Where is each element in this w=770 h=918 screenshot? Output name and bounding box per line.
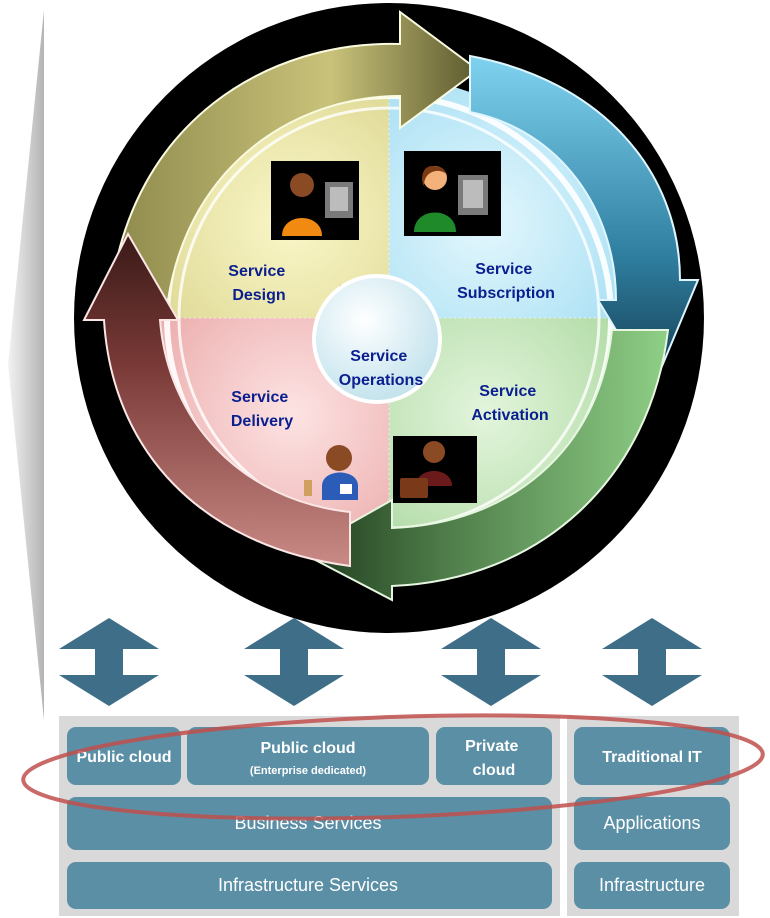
- cycle-arrow-right: [469, 54, 700, 393]
- connector-arrow-traditional-it: [602, 618, 702, 706]
- infrastructure-box: [574, 862, 730, 909]
- connector-arrow-dedicated-cloud: [244, 618, 344, 706]
- public-cloud-dedicated-box: [187, 727, 429, 785]
- private-cloud-label: Private cloud: [465, 738, 523, 779]
- cycle-arrow-top: [108, 10, 480, 301]
- cycle-arrow-left: [82, 231, 351, 568]
- public-cloud-dedicated-label: Public cloud: [260, 740, 355, 757]
- applications-box: [574, 797, 730, 850]
- traditional-it-label: Traditional IT: [602, 749, 702, 766]
- applications-label: Applications: [603, 813, 700, 833]
- connector-arrow-private-cloud: [441, 618, 541, 706]
- public-cloud-label: Public cloud: [76, 749, 171, 766]
- quadrant-subscription: [389, 78, 629, 318]
- infrastructure-services-box: [67, 862, 552, 909]
- connector-arrow-public-cloud: [59, 618, 159, 706]
- subscriber-icon: [404, 151, 501, 236]
- private-cloud-box: [436, 727, 552, 785]
- public-cloud-box: [67, 727, 181, 785]
- quadrant-design: [149, 78, 389, 318]
- cycle-arrow-bottom: [297, 329, 670, 602]
- operations-hub: [312, 274, 442, 404]
- delivery-label: Service Delivery: [231, 389, 293, 430]
- subscription-label: Service Subscription: [457, 261, 555, 302]
- center-label: Service Operations: [339, 348, 424, 389]
- infrastructure-label: Infrastructure: [599, 875, 705, 895]
- business-services-box: [67, 797, 552, 850]
- enterprise-dedicated-sublabel: (Enterprise dedicated): [250, 765, 366, 777]
- infrastructure-services-label: Infrastructure Services: [218, 875, 398, 895]
- traditional-it-box: [574, 727, 730, 785]
- design-label: Service Design: [228, 263, 289, 304]
- designer-icon: [271, 161, 359, 240]
- highlight-ellipse: [21, 713, 765, 821]
- delivery-agent-icon: [304, 445, 358, 500]
- scope-wedge: [8, 10, 44, 720]
- activation-label: Service Activation: [471, 383, 548, 424]
- activation-agent-icon: [393, 436, 477, 503]
